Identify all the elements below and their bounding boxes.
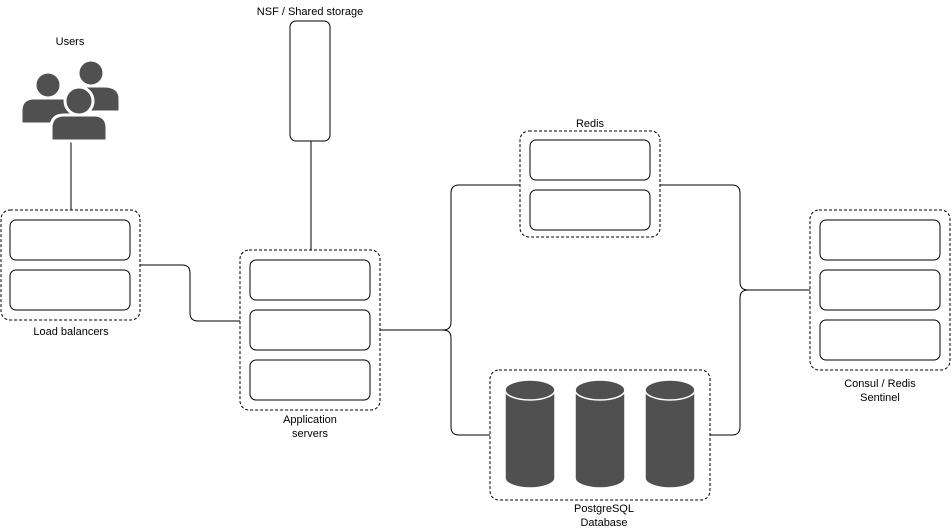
database-cylinder-icon bbox=[644, 379, 696, 489]
postgresql-container bbox=[489, 369, 711, 501]
application-servers-container bbox=[239, 249, 381, 411]
database-cylinder-icon bbox=[574, 379, 626, 489]
database-cylinder-icon bbox=[504, 379, 556, 489]
connector-app-servers-to-redis bbox=[380, 184, 520, 331]
application-servers-group bbox=[239, 249, 381, 411]
load-balancer-node bbox=[9, 269, 131, 311]
consul-sentinel-label-line1: Consul / Redis bbox=[844, 378, 916, 390]
consul-sentinel-label-line2: Sentinel bbox=[860, 392, 900, 404]
connectors bbox=[70, 141, 810, 436]
application-server-node bbox=[249, 309, 371, 351]
postgresql-label-line1: PostgreSQL bbox=[574, 503, 634, 515]
redis-node bbox=[529, 189, 651, 231]
users-group-icon bbox=[19, 58, 122, 143]
consul-sentinel-node bbox=[819, 319, 941, 361]
consul-sentinel-group bbox=[809, 209, 951, 371]
shared-storage-node bbox=[289, 20, 331, 142]
users-label: Users bbox=[56, 36, 85, 48]
redis-container bbox=[519, 130, 661, 238]
consul-sentinel-node bbox=[819, 219, 941, 261]
load-balancer-node bbox=[9, 219, 131, 261]
application-server-node bbox=[249, 259, 371, 301]
redis-node bbox=[529, 139, 651, 181]
shared-storage-label: NSF / Shared storage bbox=[257, 6, 363, 18]
consul-sentinel-container bbox=[809, 209, 951, 371]
connector-redis-to-consul bbox=[660, 184, 810, 291]
load-balancers-label: Load balancers bbox=[33, 326, 109, 338]
application-server-node bbox=[249, 359, 371, 401]
connector-load-balancers-to-app-servers bbox=[140, 264, 240, 322]
connector-app-servers-to-postgresql bbox=[442, 329, 490, 436]
application-servers-label-line2: servers bbox=[292, 428, 329, 440]
redis-label: Redis bbox=[576, 118, 605, 130]
load-balancers-group bbox=[0, 209, 141, 321]
application-servers-label-line1: Application bbox=[283, 414, 337, 426]
postgresql-label-line2: Database bbox=[580, 517, 627, 529]
postgresql-group bbox=[489, 369, 711, 501]
load-balancers-container bbox=[0, 209, 141, 321]
consul-sentinel-node bbox=[819, 269, 941, 311]
connector-postgresql-to-consul bbox=[710, 289, 749, 436]
redis-group bbox=[519, 130, 661, 238]
